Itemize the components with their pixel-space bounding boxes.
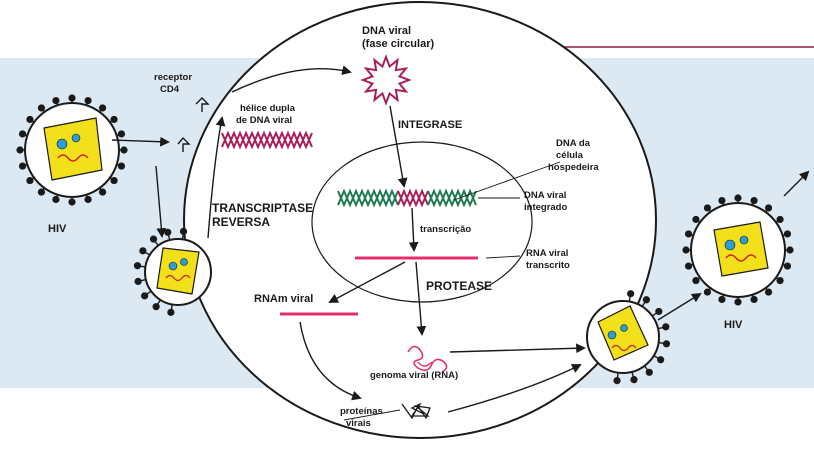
spike-knob: [750, 296, 757, 303]
label-reversa: REVERSA: [212, 215, 270, 229]
spike-knob: [718, 197, 725, 204]
spike-knob: [118, 162, 125, 169]
spike-knob: [613, 377, 620, 384]
label-integrase: INTEGRASE: [398, 119, 462, 131]
spike-knob: [643, 296, 650, 303]
capsid-dot: [621, 325, 628, 332]
spike-knob: [750, 197, 757, 204]
label-hiv-right: HIV: [724, 319, 743, 331]
spike-knob: [120, 146, 127, 153]
label-dna-da: DNA da: [556, 138, 591, 149]
label-virais: virais: [346, 418, 371, 429]
spike-knob: [164, 229, 171, 236]
spike-knob: [38, 188, 45, 195]
viral-capsid: [44, 118, 102, 180]
spike-knob: [139, 247, 146, 254]
label-transcrito: transcrito: [526, 260, 570, 271]
label-dna-viral-integrado-1: DNA viral: [524, 190, 566, 201]
label-genoma-viral: genoma viral (RNA): [370, 370, 458, 381]
spike-knob: [38, 104, 45, 111]
capsid-dot: [608, 331, 616, 339]
spike-knob: [26, 177, 33, 184]
spike-knob: [135, 278, 142, 285]
spike-knob: [68, 198, 75, 205]
label-cd4: CD4: [160, 84, 180, 95]
spike-knob: [118, 130, 125, 137]
spike-knob: [784, 262, 791, 269]
capsid-dot: [740, 236, 748, 244]
spike-knob: [685, 230, 692, 237]
capsid-dot: [72, 134, 80, 142]
spike-knob: [68, 94, 75, 101]
spike-knob: [765, 288, 772, 295]
spike-knob: [150, 236, 157, 243]
spike-knob: [685, 262, 692, 269]
spike-knob: [627, 290, 634, 297]
capsid-dot: [57, 139, 67, 149]
spike-knob: [16, 146, 23, 153]
spike-knob: [630, 376, 637, 383]
spike-knob: [662, 323, 669, 330]
spike-knob: [718, 296, 725, 303]
label-celula: célula: [556, 150, 584, 161]
spike-knob: [646, 369, 653, 376]
capsid-dot: [181, 259, 188, 266]
label-protease: PROTEASE: [426, 279, 492, 293]
spike-knob: [110, 116, 117, 123]
spike-knob: [765, 204, 772, 211]
label-fase-circular: (fase circular): [362, 38, 434, 50]
spike-knob: [734, 298, 741, 305]
spike-knob: [153, 303, 160, 310]
viral-capsid: [157, 248, 199, 294]
label-receptor: receptor: [154, 72, 192, 83]
spike-knob: [786, 246, 793, 253]
spike-knob: [167, 309, 174, 316]
spike-knob: [26, 116, 33, 123]
capsid-dot: [725, 240, 735, 250]
spike-knob: [734, 194, 741, 201]
label-rnam-viral: RNAm viral: [254, 293, 313, 305]
spike-knob: [776, 216, 783, 223]
label-helice-dupla: hélice dupla: [240, 103, 296, 114]
label-hospedeira: hospedeira: [548, 162, 599, 173]
spike-knob: [52, 97, 59, 104]
label-proteinas: proteínas: [340, 406, 383, 417]
spike-knob: [704, 288, 711, 295]
label-dna-viral: DNA viral: [362, 25, 411, 37]
spike-knob: [692, 216, 699, 223]
spike-knob: [134, 262, 141, 269]
label-de-dna-viral: de DNA viral: [236, 115, 292, 126]
spike-knob: [704, 204, 711, 211]
spike-knob: [784, 230, 791, 237]
spike-knob: [110, 177, 117, 184]
spike-knob: [180, 228, 187, 235]
label-dna-viral-integrado-2: integrado: [524, 202, 567, 213]
spike-knob: [99, 188, 106, 195]
label-rna-viral: RNA viral: [526, 248, 568, 259]
spike-knob: [655, 308, 662, 315]
spike-knob: [99, 104, 106, 111]
spike-knob: [84, 196, 91, 203]
cell-nucleus: [312, 142, 532, 302]
spike-knob: [52, 196, 59, 203]
label-hiv-left: HIV: [48, 223, 67, 235]
label-transcricao: transcrição: [420, 224, 471, 235]
spike-knob: [663, 340, 670, 347]
capsid-dot: [169, 262, 177, 270]
viral-capsid: [714, 222, 768, 276]
spike-knob: [141, 292, 148, 299]
spike-knob: [776, 277, 783, 284]
spike-knob: [682, 246, 689, 253]
spike-knob: [692, 277, 699, 284]
label-transcriptase: TRANSCRIPTASE: [212, 201, 313, 215]
spike-knob: [19, 130, 26, 137]
spike-knob: [19, 162, 26, 169]
spike-knob: [657, 356, 664, 363]
spike-knob: [84, 97, 91, 104]
